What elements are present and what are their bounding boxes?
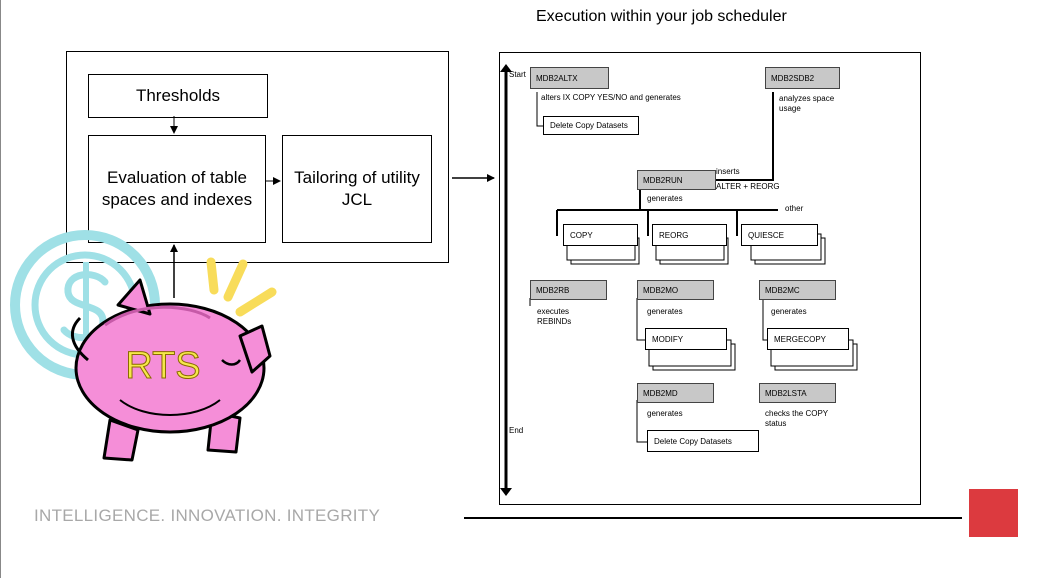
thresholds-box: Thresholds: [88, 74, 268, 118]
job-mdb2lsta: MDB2LSTA: [759, 383, 836, 403]
output-modify: MODIFY: [645, 328, 727, 350]
note-mc: generates: [771, 307, 807, 316]
output-copy: COPY: [563, 224, 638, 246]
note-sdb2: analyzes space usage: [779, 94, 835, 113]
note-inserts: inserts: [716, 167, 740, 176]
output-mergecopy: MERGECOPY: [767, 328, 849, 350]
output-quiesce: QUIESCE: [741, 224, 818, 246]
tailoring-box: Tailoring of utility JCL: [282, 135, 432, 243]
job-mdb2mo: MDB2MO: [637, 280, 714, 300]
job-mdb2md: MDB2MD: [637, 383, 714, 403]
note-run-generates: generates: [647, 194, 683, 203]
page-title: Execution within your job scheduler: [536, 8, 787, 25]
sparkle-rays: [206, 257, 277, 317]
note-rb: executes REBINDs: [537, 307, 572, 326]
note-mo: generates: [647, 307, 683, 316]
job-mdb2altx: MDB2ALTX: [530, 67, 609, 89]
rts-text: RTS: [125, 345, 200, 387]
brand-red-square: [969, 489, 1018, 537]
footer-slogan: INTELLIGENCE. INNOVATION. INTEGRITY: [34, 506, 381, 525]
note-lsta: checks the COPY status: [765, 409, 828, 428]
timeline-end-arrowhead: [500, 488, 512, 496]
output-delete-copy-1: Delete Copy Datasets: [543, 116, 639, 135]
output-delete-copy-2: Delete Copy Datasets: [647, 430, 759, 452]
job-mdb2mc: MDB2MC: [759, 280, 836, 300]
page-left-border: [0, 0, 1, 578]
timeline-start-arrowhead: [500, 64, 512, 72]
job-mdb2run: MDB2RUN: [637, 170, 716, 190]
job-mdb2sdb2: MDB2SDB2: [765, 67, 840, 89]
piggy-bank-illustration: [71, 278, 272, 462]
output-reorg: REORG: [652, 224, 727, 246]
start-label: Start: [509, 70, 526, 79]
evaluation-box: Evaluation of table spaces and indexes: [88, 135, 266, 243]
job-mdb2rb: MDB2RB: [530, 280, 607, 300]
note-md: generates: [647, 409, 683, 418]
note-other: other: [785, 204, 804, 213]
end-label: End: [509, 426, 524, 435]
note-alter-reorg: ALTER + REORG: [716, 182, 780, 191]
note-altx: alters IX COPY YES/NO and generates: [541, 93, 681, 102]
